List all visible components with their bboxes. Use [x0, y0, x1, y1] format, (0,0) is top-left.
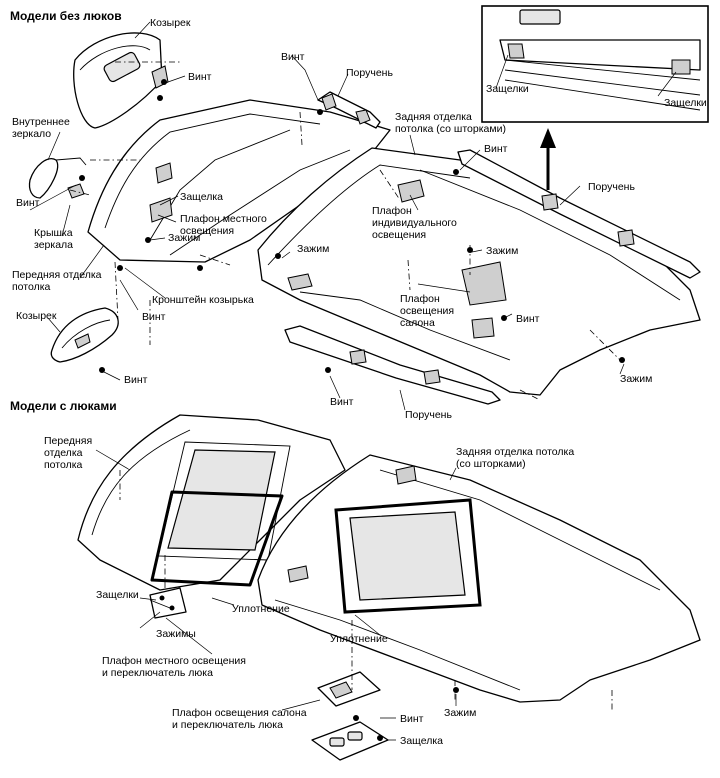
label-s-seal-1: Уплотнение [232, 603, 290, 615]
label-poruchen-right: Поручень [588, 181, 635, 193]
label-inset-latches-left: Защелки [486, 83, 529, 95]
label-zazhim-left: Зажим [297, 243, 329, 255]
screw-icons-1 [79, 79, 625, 373]
inner-mirror-part [28, 157, 87, 199]
label-vint-visor-bottom: Винт [124, 374, 148, 386]
grab-handle-right [457, 149, 701, 279]
label-vint-1: Винт [188, 71, 212, 83]
sun-visor-top [73, 32, 169, 129]
inset-detail-box [481, 5, 709, 123]
arrow-up-icon [540, 128, 556, 148]
label-kozyrek-top: Козырек [150, 17, 191, 29]
label-kozyrek-bottom: Козырек [16, 310, 57, 322]
label-poruchen-bottom: Поручень [405, 409, 452, 421]
label-visor-bracket: Кронштейн козырька [152, 294, 254, 306]
label-inset-latches-right: Защелки [664, 97, 707, 109]
label-s-zazhim: Зажим [444, 707, 476, 719]
label-s-seal-2: Уплотнение [330, 633, 388, 645]
label-s-rear-trim: Задняя отделка потолка(со шторками) [456, 446, 574, 470]
label-s-zashchelka: Защелка [400, 735, 443, 747]
front-headliner-sunroof-part [77, 414, 346, 591]
label-vint-bottom: Винт [330, 396, 354, 408]
label-zashchelka-1: Защелка [180, 191, 223, 203]
label-vint-bracket: Винт [142, 311, 166, 323]
label-zazhim-right: Зажим [486, 245, 518, 257]
label-vint-rear: Винт [484, 143, 508, 155]
label-poruchen-top: Поручень [346, 67, 393, 79]
section-title-no-sunroof: Модели без люков [10, 9, 122, 23]
label-vint-2: Винт [281, 51, 305, 63]
local-lamp-switch-part [149, 587, 187, 619]
front-headliner-part [87, 99, 391, 263]
label-zazhim-1: Зажим [168, 232, 200, 244]
label-zazhim-rear: Зажим [620, 373, 652, 385]
section-title-with-sunroof: Модели с люками [10, 399, 117, 413]
label-s-clips: Зажимы [156, 628, 196, 640]
label-vint-cabin: Винт [516, 313, 540, 325]
rear-headliner-sunroof-part [257, 454, 701, 703]
screw-icons-2 [353, 687, 459, 741]
label-s-vint: Винт [400, 713, 424, 725]
sun-visor-bottom [50, 307, 119, 363]
label-s-latches: Защелки [96, 589, 139, 601]
rear-headliner-part [257, 147, 701, 396]
label-vint-mirror: Винт [16, 197, 40, 209]
cabin-lamp-switch-part [311, 671, 389, 761]
grab-handle-bottom [284, 325, 501, 405]
grab-handle-top [317, 91, 381, 129]
